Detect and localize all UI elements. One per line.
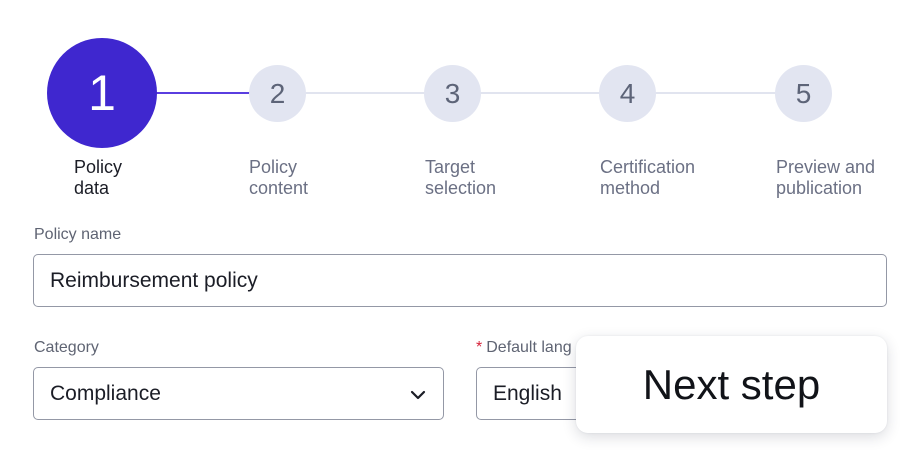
required-mark: * [476, 339, 483, 356]
step-1-circle[interactable]: 1 [47, 38, 157, 148]
step-4-label-line2: method [600, 178, 661, 198]
step-connector-4-5 [650, 92, 780, 94]
chevron-down-icon [410, 390, 426, 400]
step-5-label-line2: publication [776, 178, 863, 198]
category-select[interactable]: Compliance [33, 367, 444, 420]
step-5-number: 5 [795, 77, 812, 109]
next-step-button[interactable]: Next step [576, 336, 887, 433]
step-1-number: 1 [88, 65, 116, 121]
step-3-label: Target selection [425, 157, 575, 199]
step-3-label-line2: selection [425, 178, 497, 198]
step-4-label: Certification method [600, 157, 750, 199]
policy-name-label: Policy name [34, 226, 122, 243]
step-connector-3-4 [475, 92, 605, 94]
category-value: Compliance [50, 381, 161, 405]
default-language-value: English [493, 381, 562, 405]
step-connector-2-3 [300, 92, 430, 94]
step-1-label-line2: data [74, 178, 110, 198]
step-3-circle[interactable]: 3 [424, 65, 481, 122]
step-5-circle[interactable]: 5 [775, 65, 832, 122]
step-2-circle[interactable]: 2 [249, 65, 306, 122]
default-language-label: *Default lang [476, 339, 572, 357]
step-3-label-line1: Target [425, 157, 476, 177]
step-2-label-line2: content [249, 178, 309, 198]
step-5-label: Preview and publication [776, 157, 920, 199]
step-3-number: 3 [444, 77, 461, 109]
category-label: Category [34, 339, 99, 356]
step-4-number: 4 [619, 77, 636, 109]
step-connector-1-2 [150, 92, 255, 94]
default-language-label-text: Default lang [486, 339, 572, 356]
step-2-label-line1: Policy [249, 157, 298, 177]
step-1-label: Policy data [74, 157, 224, 199]
policy-name-input[interactable] [33, 254, 887, 307]
step-2-number: 2 [269, 77, 286, 109]
step-1-label-line1: Policy [74, 157, 123, 177]
step-5-label-line1: Preview and [776, 157, 876, 177]
step-2-label: Policy content [249, 157, 399, 199]
stepper: 1 Policy data 2 Policy content 3 Target … [0, 0, 920, 210]
step-4-label-line1: Certification [600, 157, 696, 177]
next-step-label: Next step [642, 360, 821, 408]
step-4-circle[interactable]: 4 [599, 65, 656, 122]
